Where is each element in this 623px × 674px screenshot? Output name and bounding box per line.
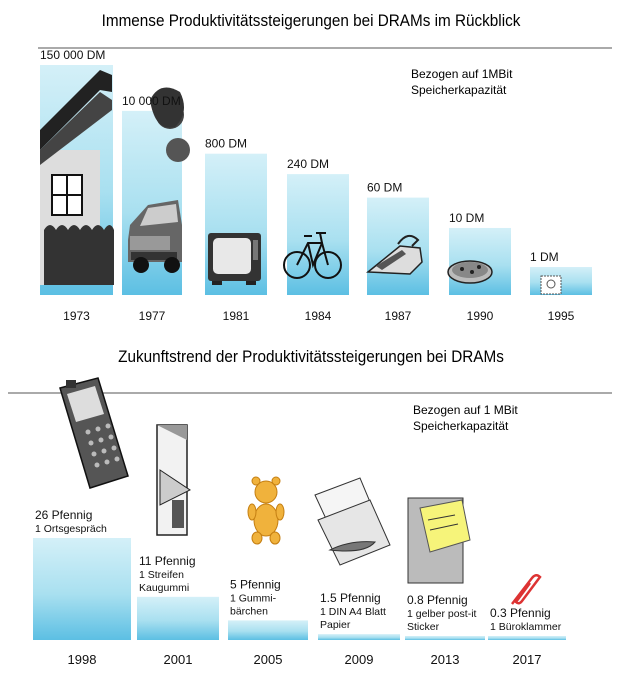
car-icon — [128, 200, 182, 273]
category-label-1977: 1977 — [139, 309, 166, 323]
value-label-1998-line1: 26 Pfennig — [35, 508, 92, 522]
category-label-1987: 1987 — [385, 309, 412, 323]
note-top-line1: Bezogen auf 1MBit — [411, 67, 513, 81]
note-bottom-line1: Bezogen auf 1 MBit — [413, 403, 518, 417]
value-label-1995: 1 DM — [530, 250, 559, 264]
category-label-1973: 1973 — [63, 309, 90, 323]
value-label-1977: 10 000 DM — [122, 94, 181, 108]
value-label-2005-line1: 5 Pfennig — [230, 577, 281, 591]
value-label-2001-line3: Kaugummi — [139, 582, 189, 594]
bar-2017 — [488, 636, 566, 640]
stamp-icon — [540, 275, 562, 295]
note-bottom-line2: Speicherkapazität — [413, 419, 509, 433]
value-label-2009-line3: Papier — [320, 619, 351, 631]
category-label-2001: 2001 — [164, 652, 193, 667]
post-it-icon — [407, 497, 471, 584]
mobile-phone-icon — [59, 377, 129, 489]
category-label-2013: 2013 — [431, 652, 460, 667]
top-objects — [40, 70, 562, 295]
bar-1998 — [33, 538, 131, 640]
value-label-1987: 60 DM — [367, 181, 402, 195]
category-label-1998: 1998 — [68, 652, 97, 667]
value-label-2017-line2: 1 Büroklammer — [490, 621, 562, 633]
iron-icon — [366, 234, 423, 275]
value-label-1990: 10 DM — [449, 211, 484, 225]
category-label-1990: 1990 — [467, 309, 494, 323]
category-label-2005: 2005 — [254, 652, 283, 667]
value-label-2013-line1: 0.8 Pfennig — [407, 593, 468, 607]
paperclip-icon — [511, 574, 542, 605]
bar-2005 — [228, 620, 308, 640]
bar-2009 — [318, 634, 400, 640]
bicycle-icon — [283, 232, 342, 279]
chewing-gum-icon — [156, 424, 191, 536]
value-label-2005-line2: 1 Gummi- — [230, 592, 277, 604]
bottom-bars — [33, 538, 566, 640]
note-top-line2: Speicherkapazität — [411, 83, 507, 97]
value-label-1984: 240 DM — [287, 157, 329, 171]
bar-1987 — [367, 197, 429, 295]
value-label-2009-line2: 1 DIN A4 Blatt — [320, 606, 386, 618]
tv-icon — [208, 233, 261, 285]
pizza-icon — [447, 260, 493, 284]
house-icon — [40, 70, 190, 285]
category-label-2017: 2017 — [513, 652, 542, 667]
value-label-1981: 800 DM — [205, 137, 247, 151]
bar-2001 — [137, 596, 219, 640]
category-label-1984: 1984 — [305, 309, 332, 323]
value-label-2009-line1: 1.5 Pfennig — [320, 591, 381, 605]
chart-title-bottom: Zukunftstrend der Produktivitätssteigeru… — [118, 347, 504, 366]
gummy-bear-icon — [247, 476, 285, 545]
chart-future-trend: Zukunftstrend der Produktivitätssteigeru… — [8, 347, 612, 667]
value-label-1973: 150 000 DM — [40, 48, 105, 62]
value-label-2013-line3: Sticker — [407, 621, 440, 633]
bottom-objects — [59, 377, 542, 605]
value-label-2005-line3: bärchen — [230, 605, 268, 617]
value-label-2001-line2: 1 Streifen — [139, 569, 184, 581]
bar-2013 — [405, 636, 485, 640]
top-labels: 150 000 DM 1973 10 000 DM 1977 800 DM 1981 240… — [40, 48, 575, 323]
chart-title-top: Immense Produktivitätssteigerungen bei D… — [102, 11, 522, 30]
value-label-2001-line1: 11 Pfennig — [139, 554, 196, 568]
chart-retrospective: Immense Produktivitätssteigerungen bei D… — [38, 11, 612, 323]
paper-sheet-icon — [314, 477, 391, 566]
value-label-2013-line2: 1 gelber post-it — [407, 608, 477, 620]
category-label-1995: 1995 — [548, 309, 575, 323]
value-label-1998-line2: 1 Ortsgespräch — [35, 523, 107, 535]
value-label-2017-line1: 0.3 Pfennig — [490, 606, 551, 620]
bar-1984 — [287, 174, 349, 295]
category-label-1981: 1981 — [223, 309, 250, 323]
category-label-2009: 2009 — [345, 652, 374, 667]
